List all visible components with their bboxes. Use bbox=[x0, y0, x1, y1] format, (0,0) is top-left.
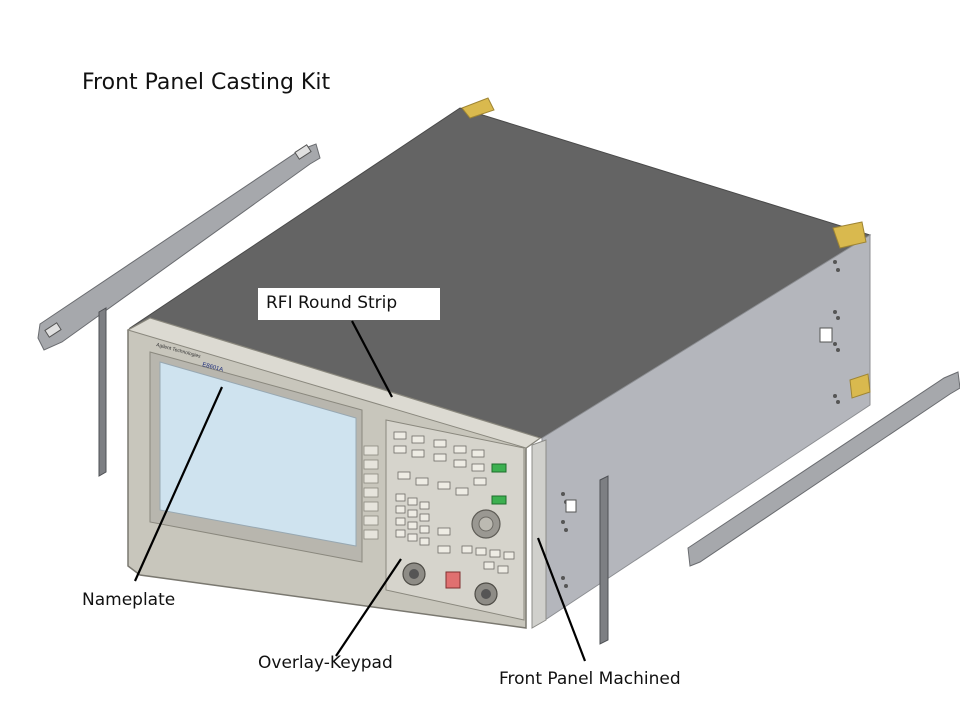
nameplate-model: E8601A bbox=[201, 362, 223, 373]
label-nameplate: Nameplate bbox=[82, 590, 176, 610]
right-rack-handle bbox=[687, 371, 960, 567]
rotary-knob-center bbox=[478, 516, 494, 532]
connector-right-inner bbox=[481, 589, 491, 599]
diagram-title: Front Panel Casting Kit bbox=[82, 70, 331, 95]
rear-foot-top bbox=[461, 97, 495, 119]
side-latch bbox=[819, 327, 833, 343]
leader-keypad bbox=[335, 558, 402, 657]
connector-left-inner bbox=[409, 569, 419, 579]
rfi-strip-left bbox=[98, 307, 107, 477]
display-screen bbox=[159, 361, 357, 547]
rear-foot-lower bbox=[849, 373, 871, 399]
rfi-strip-right bbox=[599, 475, 609, 645]
left-handle-slot-bottom bbox=[44, 322, 62, 338]
leader-rfi bbox=[351, 320, 393, 398]
front-right-rail bbox=[531, 439, 547, 629]
front-panel-top-bevel bbox=[126, 317, 542, 449]
side-latch-lower bbox=[565, 499, 577, 513]
red-connector bbox=[445, 571, 461, 589]
left-handle-slot-top bbox=[294, 144, 312, 160]
green-key-upper bbox=[491, 463, 507, 473]
rear-foot-upper bbox=[832, 221, 867, 249]
label-overlay-keypad: Overlay-Keypad bbox=[258, 653, 393, 673]
softkeys bbox=[363, 445, 379, 540]
label-front-panel-machined: Front Panel Machined bbox=[499, 669, 681, 689]
side-screw-holes bbox=[561, 260, 840, 588]
leader-front-panel bbox=[536, 537, 587, 662]
label-rfi-round-strip: RFI Round Strip bbox=[258, 288, 440, 320]
green-key-lower bbox=[491, 495, 507, 505]
leader-nameplate bbox=[133, 386, 224, 582]
keypad-keys bbox=[393, 431, 515, 574]
leader-lines bbox=[133, 320, 587, 662]
